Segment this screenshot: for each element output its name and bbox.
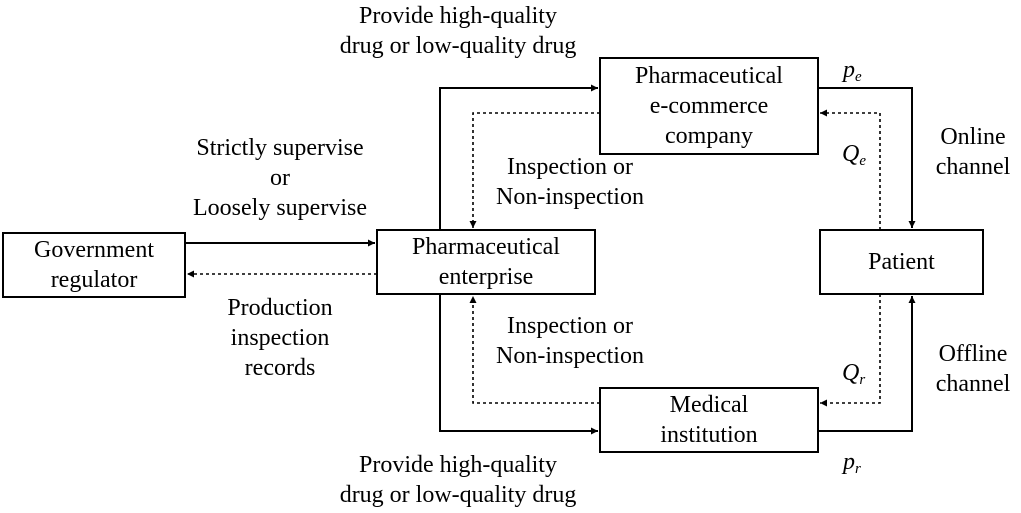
online-channel-arrow — [818, 87, 916, 228]
pe-sub: e — [855, 69, 862, 85]
enterprise-box — [376, 229, 596, 295]
inspect-medical-arrow — [469, 296, 600, 404]
provide-top-line-2: drug or low-quality drug — [339, 33, 577, 59]
supervise-line-2: or — [270, 165, 290, 191]
qr-variable: Qr — [842, 359, 865, 394]
government-line-1: Government — [34, 237, 154, 263]
online-line-2: channel — [935, 154, 1011, 180]
ecommerce-line-3: company — [665, 123, 753, 149]
medical-line-2: institution — [660, 422, 758, 448]
patient-box — [819, 229, 984, 295]
provide-top-label: Provide high-quality drug or low-quality… — [318, 1, 598, 61]
ecommerce-line-1: Pharmaceutical — [635, 63, 783, 89]
government-regulator-node: Government regulator — [3, 233, 185, 297]
enterprise-line-1: Pharmaceutical — [412, 234, 560, 260]
qe-base: Q — [842, 141, 860, 167]
online-channel-label: Online channel — [925, 122, 1021, 182]
provide-bottom-label: Provide high-quality drug or low-quality… — [318, 450, 598, 510]
offline-line-2: channel — [935, 371, 1011, 397]
pr-base: p — [843, 449, 855, 475]
qr-feedback-arrow — [820, 294, 881, 407]
online-line-1: Online — [940, 124, 1006, 150]
records-line-1: Production — [227, 295, 333, 321]
ecommerce-box — [599, 57, 819, 155]
qe-sub: e — [859, 153, 867, 169]
ecommerce-line-2: e-commerce — [649, 93, 769, 119]
supervise-line-3: Loosely supervise — [193, 195, 367, 221]
medical-institution-node: Medical institution — [600, 388, 818, 452]
inspect-bottom-line-1: Inspection or — [507, 313, 633, 339]
supply-ecommerce-arrow — [439, 84, 598, 230]
provide-top-line-1: Provide high-quality — [359, 3, 557, 29]
patient-node: Patient — [820, 230, 983, 294]
supervise-label: Strictly supervise or Loosely supervise — [160, 133, 400, 223]
inspect-top-line-2: Non-inspection — [496, 184, 644, 210]
medical-line-1: Medical — [669, 392, 749, 418]
inspect-top-line-1: Inspection or — [507, 154, 633, 180]
government-line-2: regulator — [50, 267, 138, 293]
offline-channel-arrow — [818, 296, 916, 432]
supervise-line-1: Strictly supervise — [196, 135, 364, 161]
offline-channel-label: Offline channel — [925, 339, 1021, 399]
government-box — [2, 232, 186, 298]
qe-variable: Qe — [842, 140, 866, 175]
inspect-ecommerce-arrow — [469, 112, 600, 228]
qr-sub: r — [859, 372, 866, 388]
records-line-2: inspection — [230, 325, 330, 351]
patient-label: Patient — [868, 249, 935, 275]
inspect-bottom-line-2: Non-inspection — [496, 343, 644, 369]
records-line-3: records — [244, 355, 316, 381]
supply-medical-arrow — [439, 294, 598, 435]
ecommerce-company-node: Pharmaceutical e-commerce company — [600, 58, 818, 154]
provide-bottom-line-1: Provide high-quality — [359, 452, 557, 478]
inspect-bottom-label: Inspection or Non-inspection — [470, 311, 670, 371]
qe-feedback-arrow — [820, 109, 881, 230]
pe-variable: pe — [843, 56, 862, 91]
pr-variable: pr — [843, 448, 861, 483]
pr-sub: r — [855, 461, 861, 477]
pe-base: p — [843, 57, 855, 83]
offline-line-1: Offline — [938, 341, 1008, 367]
qr-base: Q — [842, 360, 860, 386]
medical-box — [599, 387, 819, 453]
records-label: Production inspection records — [200, 293, 360, 383]
enterprise-line-2: enterprise — [438, 264, 534, 290]
pharmaceutical-enterprise-node: Pharmaceutical enterprise — [377, 230, 595, 294]
provide-bottom-line-2: drug or low-quality drug — [339, 482, 577, 508]
inspect-top-label: Inspection or Non-inspection — [470, 152, 670, 212]
